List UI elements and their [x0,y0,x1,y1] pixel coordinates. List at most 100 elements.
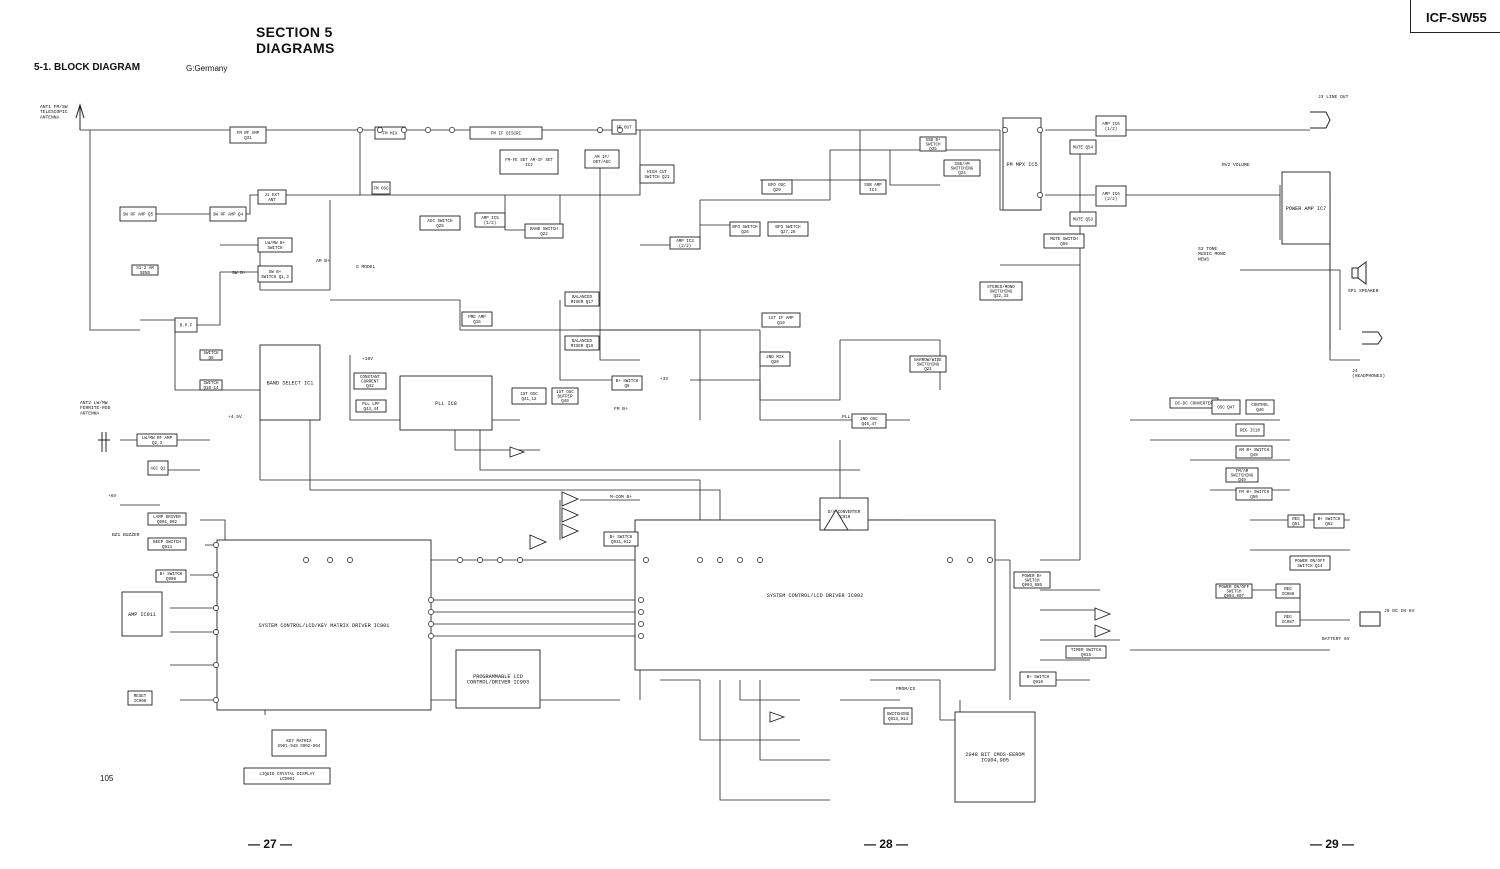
battery-label: BATTERY 6V [1322,636,1350,642]
lwmw-switch-label: LW/MW B+SWITCH [265,241,286,251]
fm-if-disc-block [469,126,543,140]
key-matrix-driver-block [216,539,432,711]
ssb-switch-block [919,136,947,152]
fm-b-switch-block [1235,487,1273,501]
amp-ic3-label: AMP IC3(2/2) [676,240,694,249]
b-switch-q911-block [603,531,639,547]
model-box [1410,0,1500,33]
bfo-switch-block [729,221,761,237]
section-title: SECTION 5 [256,24,333,40]
pin-marker [987,557,993,563]
pin-marker [517,557,523,563]
lwmw-rf-amp-block [136,433,178,447]
amp-ic911-label: AMP IC911 [128,612,156,618]
line-out-label: J3 LINE OUT [1318,94,1349,100]
diagram-title: 5-1. BLOCK DIAGRAM [34,62,141,73]
fm-fe-set-block [499,149,559,175]
pin-marker [425,127,431,133]
fm-am-switching-block [1225,467,1259,483]
pin-marker [213,697,219,703]
timer-switch-block [1065,645,1107,659]
eeprom-block [954,711,1036,803]
power-onoff2-block [1215,583,1253,599]
plus4-5v-label: +4.5V [228,414,242,420]
band-select-label: BAND SELECT IC1 [267,380,314,386]
pll-block [399,375,493,431]
program-text-label: PROM/CS [896,686,916,692]
pin-marker [967,557,973,563]
sw-rf-amp2-label: SW RF AMP Q4 [213,213,244,217]
am-if-block [584,149,620,169]
stereo-mono-block [979,281,1023,301]
am-sens-block [131,264,159,276]
lcd-control-block [455,649,541,709]
first-osc-buf-block [551,387,579,405]
pin-marker [428,621,434,627]
mute-switch-block [1043,233,1085,249]
pin-marker [638,633,644,639]
line-out-jack-icon [1310,111,1331,129]
ext-ant-block [257,189,287,205]
pin-marker [428,609,434,615]
key-matrix-block [271,729,327,757]
mcom-label: M-COM B+ [610,494,632,500]
pin-marker [327,557,333,563]
pin-marker [213,629,219,635]
amp-a-label: AMP IC6(1/2) [1102,123,1120,132]
fm-rf-amp-block [229,126,267,144]
pin-marker [697,557,703,563]
agc-switch-block [419,215,461,231]
pin-marker [638,621,644,627]
b-switch-q10-block [199,379,223,391]
pin-marker [737,557,743,563]
sw-rf-amp2-block [209,206,247,222]
dc-in-jack-icon [1359,611,1381,627]
pre-amp-block [461,311,493,327]
pin-marker [638,609,644,615]
power-b-switch-block [1013,571,1051,589]
lwmw-switch-block [257,237,293,253]
pin-marker [213,572,219,578]
mute2-block [1069,211,1097,227]
fe-out-label: FE OUT [616,126,632,130]
amp-ic5-label: AMP IC5(1/2) [481,217,499,226]
pin-marker [597,127,603,133]
page-number-28: — 28 — [864,837,909,851]
pin-marker [357,127,363,133]
pin-marker [449,127,455,133]
pin-marker [303,557,309,563]
block-layer [119,115,1345,803]
pin-marker [428,633,434,639]
pin-marker [213,662,219,668]
b-switch-q910-block [1019,671,1057,687]
amp-b-label: AMP IC6(2/2) [1102,193,1120,202]
pin-marker [213,542,219,548]
bpf-label: B.P.F [180,324,193,328]
